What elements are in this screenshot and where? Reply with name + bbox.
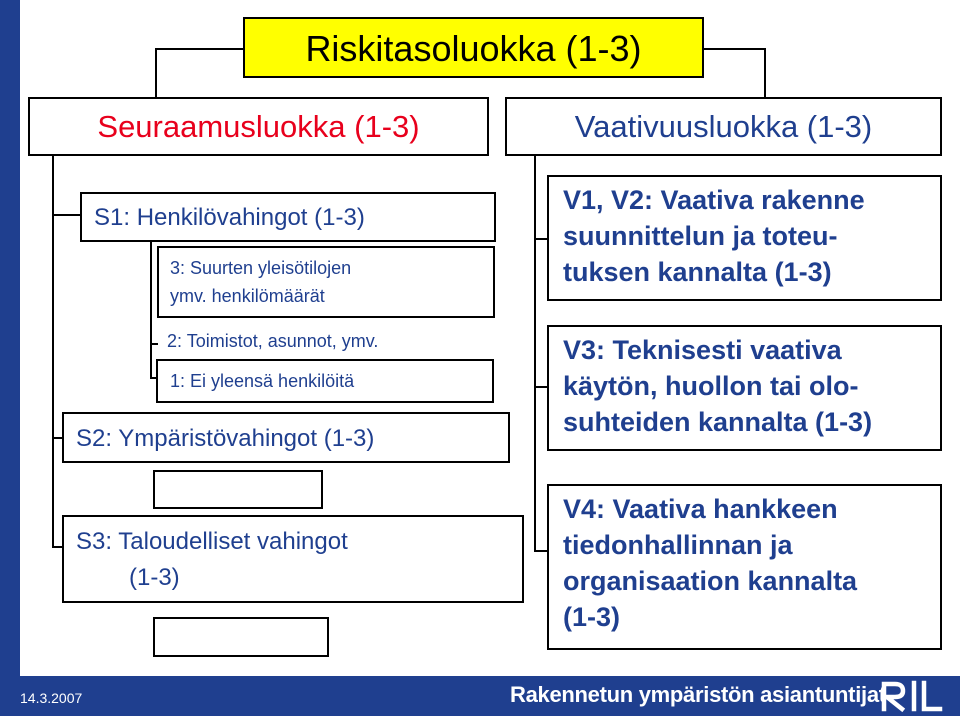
s1-item-3-line1: 3: Suurten yleisötilojen	[170, 258, 352, 278]
connector-s1-trunk	[150, 241, 152, 379]
s3-line2: (1-3)	[129, 564, 180, 591]
title-box: Riskitasoluokka (1-3)	[243, 17, 704, 78]
v3-box: V3: Teknisesti vaativa käytön, huollon t…	[547, 325, 942, 451]
connector-v12-branch	[534, 238, 548, 240]
connector-v3-branch	[534, 386, 548, 388]
s1-item-3-box: 3: Suurten yleisötilojen ymv. henkilömää…	[157, 246, 495, 318]
s1-item-1: 1: Ei yleensä henkilöitä	[170, 371, 355, 391]
v12-line3: tuksen kannalta (1-3)	[563, 257, 832, 287]
vaativuus-box: Vaativuusluokka (1-3)	[505, 97, 942, 156]
v4-line4: (1-3)	[563, 602, 621, 632]
s3-box: S3: Taloudelliset vahingot (1-3)	[62, 515, 524, 603]
v4-line3: organisaation kannalta	[563, 566, 858, 596]
v4-box: V4: Vaativa hankkeen tiedonhallinnan ja …	[547, 484, 942, 650]
ril-logo	[880, 680, 943, 713]
v3-line3: suhteiden kannalta (1-3)	[563, 407, 873, 437]
connector-s3-branch	[52, 546, 64, 548]
empty-box-lower	[153, 617, 329, 657]
left-accent-bar	[0, 0, 20, 716]
connector-right-trunk	[534, 155, 536, 552]
s1-item-3-line2: ymv. henkilömäärät	[170, 286, 325, 306]
s1-item-2: 2: Toimistot, asunnot, ymv.	[167, 331, 379, 351]
connector-top-left-h	[155, 48, 248, 50]
connector-s1-item2-branch	[150, 343, 158, 345]
s2-box: S2: Ympäristövahingot (1-3)	[62, 412, 510, 463]
empty-box-upper	[153, 470, 323, 509]
v4-line2: tiedonhallinnan ja	[563, 530, 793, 560]
connector-s2-branch	[52, 437, 64, 439]
v3-line1: V3: Teknisesti vaativa	[563, 335, 842, 365]
seuraamus-title: Seuraamusluokka (1-3)	[97, 109, 420, 144]
page-title: Riskitasoluokka (1-3)	[305, 28, 642, 69]
s1-label: S1: Henkilövahingot (1-3)	[94, 204, 365, 231]
vaativuus-title: Vaativuusluokka (1-3)	[574, 109, 873, 144]
footer-date: 14.3.2007	[20, 690, 83, 706]
v12-line1: V1, V2: Vaativa rakenne	[563, 185, 865, 215]
connector-top-left-v	[155, 48, 157, 98]
s2-label: S2: Ympäristövahingot (1-3)	[76, 425, 375, 452]
connector-left-trunk	[52, 155, 54, 548]
connector-s1-item1-branch	[150, 377, 158, 379]
footer-text: Rakennetun ympäristön asiantuntijat	[510, 682, 886, 707]
seuraamus-box: Seuraamusluokka (1-3)	[28, 97, 489, 156]
connector-top-right-v	[764, 48, 766, 98]
connector-s1-branch	[52, 214, 82, 216]
connector-top-right-h	[703, 48, 765, 50]
s3-line1: S3: Taloudelliset vahingot	[76, 528, 348, 555]
s1-item-1-box: 1: Ei yleensä henkilöitä	[156, 359, 494, 403]
v3-line2: käytön, huollon tai olo-	[563, 371, 859, 401]
connector-v4-branch	[534, 550, 548, 552]
v12-box: V1, V2: Vaativa rakenne suunnittelun ja …	[547, 175, 942, 301]
footer-bar	[0, 676, 960, 716]
v12-line2: suunnittelun ja toteu-	[563, 221, 838, 251]
v4-line1: V4: Vaativa hankkeen	[563, 494, 838, 524]
s1-box: S1: Henkilövahingot (1-3)	[80, 192, 496, 242]
